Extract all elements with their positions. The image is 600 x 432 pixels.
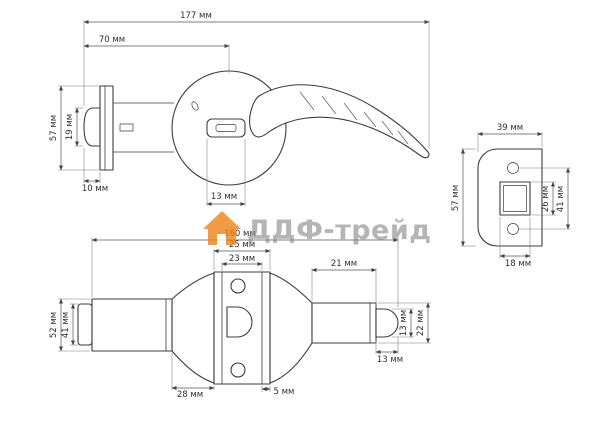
dim-gap: 5 мм <box>261 386 295 397</box>
dim-end-diameter: 22 мм <box>378 302 431 344</box>
dim-plate-width: 39 мм <box>477 123 543 152</box>
dim-label: 19 мм <box>65 114 75 140</box>
plan-view-lockset: 160 мм 25 мм 23 мм 21 мм 52 мм <box>49 229 431 400</box>
knob-body <box>91 298 173 352</box>
dim-label: 39 мм <box>497 123 523 133</box>
dim-rose-width: 28 мм <box>171 353 215 400</box>
dim-tip-height: 13 мм <box>392 308 414 338</box>
lever-hatching <box>299 91 409 145</box>
dim-label: 13 мм <box>399 310 409 336</box>
dim-cap-diameter: 41 мм <box>61 303 78 346</box>
latch-cutout-inner <box>503 185 527 212</box>
dim-latch-depth: 10 мм <box>82 148 108 194</box>
dim-label: 57 мм <box>451 185 461 211</box>
dim-label: 28 мм <box>177 390 203 400</box>
dim-label: 177 мм <box>180 11 212 21</box>
faceplate <box>99 85 114 171</box>
dim-label: 57 мм <box>49 115 59 141</box>
dim-overall-length: 160 мм <box>91 229 399 307</box>
dim-knob-diameter: 52 мм <box>49 298 90 352</box>
knob-end-cap <box>77 303 93 346</box>
latch-bolt-plan <box>226 306 253 338</box>
dim-label: 21 мм <box>331 259 357 269</box>
watermark-text: ДДФ-трейд <box>247 215 432 246</box>
dim-plate-height: 57 мм <box>451 148 476 247</box>
dim-cylinder-width: 13 мм <box>206 139 246 207</box>
watermark: ДДФ-трейд <box>203 211 432 246</box>
dim-label: 5 мм <box>274 387 295 397</box>
house-icon <box>203 211 241 245</box>
lever-blade <box>249 84 430 159</box>
dim-to-center: 70 мм <box>83 35 230 73</box>
dim-label: 52 мм <box>49 312 59 338</box>
lever-shaft <box>311 302 377 344</box>
dim-label: 26 мм <box>541 186 551 212</box>
spindle-clip <box>119 123 134 132</box>
dim-latch-height: 19 мм <box>65 107 83 147</box>
dim-cutout-width: 18 мм <box>499 217 531 269</box>
strike-plate-view: 39 мм 57 мм 26 мм 41 мм 18 мм <box>451 123 571 269</box>
dim-label: 160 мм <box>224 229 256 239</box>
dim-label: 13 мм <box>377 355 403 365</box>
latch-bolt <box>83 107 101 147</box>
dim-label: 41 мм <box>61 312 71 338</box>
left-rose-cone <box>171 272 215 384</box>
lock-pin <box>191 101 199 111</box>
dim-label: 41 мм <box>556 186 566 212</box>
dim-label: 18 мм <box>505 259 531 269</box>
dim-tip-length: 13 мм <box>375 337 403 365</box>
dim-label: 23 мм <box>229 254 255 264</box>
house-door <box>217 234 226 245</box>
dim-label: 22 мм <box>416 310 426 336</box>
dim-label: 70 мм <box>99 35 125 45</box>
dim-cutout-height: 26 мм <box>531 181 556 216</box>
dim-plate-height: 57 мм <box>49 85 99 171</box>
screw-post-top <box>230 278 246 294</box>
dim-lever-length: 21 мм <box>311 259 377 307</box>
dim-label: 13 мм <box>211 192 237 202</box>
dim-body-width: 25 мм <box>213 240 271 270</box>
lever-tip <box>375 308 399 338</box>
dim-overall-length: 177 мм <box>83 11 430 148</box>
dim-label: 10 мм <box>82 184 108 194</box>
keyhole-slot <box>215 124 237 132</box>
screw-hole-top <box>507 162 519 174</box>
dim-label: 25 мм <box>229 240 255 250</box>
dim-inner-width: 23 мм <box>221 254 263 271</box>
screw-post-bottom <box>230 362 246 378</box>
dim-hole-spacing: 41 мм <box>519 167 571 230</box>
side-view-lever-handle: 177 мм 70 мм 57 мм 19 мм 10 мм <box>49 11 430 207</box>
right-rose-cone <box>269 272 313 384</box>
screw-hole-bottom <box>507 223 519 235</box>
